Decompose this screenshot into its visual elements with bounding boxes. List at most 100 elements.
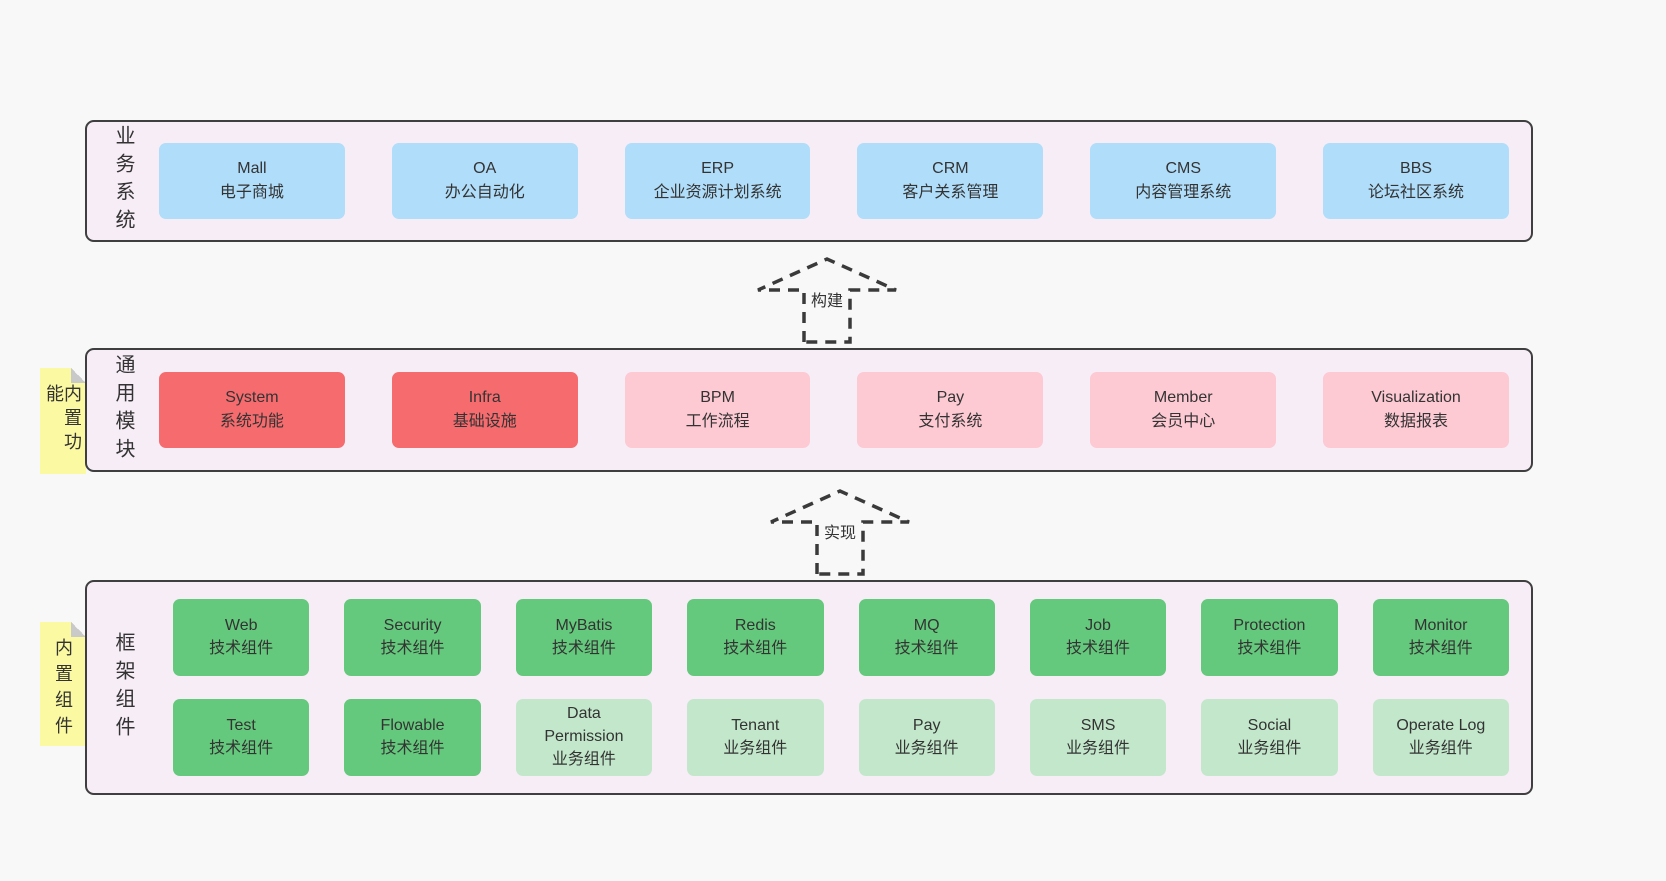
box-desc: 技术组件 <box>1237 639 1302 657</box>
box-name: Social <box>1247 716 1292 734</box>
box-mall: Mall 电子商城 <box>159 143 345 219</box>
note-label: 内置组件 <box>53 638 73 742</box>
box-desc: 数据报表 <box>1384 413 1449 430</box>
box-redis: Redis 技术组件 <box>687 599 824 676</box>
box-name: MQ <box>913 616 940 634</box>
box-name: Pay <box>912 716 941 734</box>
box-bpm: BPM 工作流程 <box>624 372 811 448</box>
box-test: Test 技术组件 <box>173 699 310 776</box>
box-protection: Protection 技术组件 <box>1201 599 1338 676</box>
box-pay-module: Pay 支付系统 <box>857 372 1044 448</box>
box-name: Data Permission <box>544 705 624 746</box>
box-name: Web <box>224 616 258 634</box>
panel-title-vertical: 通用模块 <box>112 354 134 466</box>
box-operate-log: Operate Log 业务组件 <box>1372 699 1509 776</box>
box-cms: CMS 内容管理系统 <box>1090 143 1277 219</box>
panel-common-modules: 通用模块 System 系统功能 Infra 基础设施 BPM 工作流程 Pay… <box>85 348 1533 472</box>
panel-title-vertical: 业务系统 <box>112 125 134 237</box>
box-name: System <box>225 389 279 406</box>
box-desc: 技术组件 <box>1066 639 1131 657</box>
box-desc: 论坛社区系统 <box>1368 184 1465 201</box>
box-desc: 工作流程 <box>685 413 750 430</box>
folded-corner-icon <box>71 622 86 637</box>
arrow-build: 构建 <box>752 252 902 344</box>
box-desc: 办公自动化 <box>444 184 525 201</box>
note-label: 内置功能 <box>44 384 82 456</box>
box-mq: MQ 技术组件 <box>858 599 995 676</box>
sticky-note-built-in-components: 内置组件 <box>40 622 86 746</box>
folded-corner-icon <box>71 368 86 383</box>
box-desc: 业务组件 <box>1066 739 1131 757</box>
modules-box-row: System 系统功能 Infra 基础设施 BPM 工作流程 Pay 支付系统… <box>159 372 1509 448</box>
box-visualization: Visualization 数据报表 <box>1323 372 1509 448</box>
box-name: OA <box>473 160 497 177</box>
box-name: Monitor <box>1414 616 1468 634</box>
box-desc: 技术组件 <box>894 639 959 657</box>
framework-row-2: Test 技术组件 Flowable 技术组件 Data Permission … <box>173 699 1509 776</box>
box-name: MyBatis <box>555 616 613 634</box>
box-social: Social 业务组件 <box>1201 699 1338 776</box>
box-desc: 技术组件 <box>723 639 788 657</box>
box-desc: 业务组件 <box>1237 739 1302 757</box>
dashed-up-arrow-icon <box>770 489 910 576</box>
arrow-label: 实现 <box>819 518 861 544</box>
box-desc: 业务组件 <box>894 739 959 757</box>
dashed-up-arrow-icon <box>757 257 897 344</box>
box-desc: 技术组件 <box>1408 639 1473 657</box>
box-name: CRM <box>932 160 969 177</box>
box-desc: 系统功能 <box>219 413 284 430</box>
box-name: Test <box>226 716 256 734</box>
box-infra: Infra 基础设施 <box>391 372 578 448</box>
box-desc: 电子商城 <box>219 184 284 201</box>
box-job: Job 技术组件 <box>1029 599 1167 676</box>
box-desc: 技术组件 <box>380 739 445 757</box>
box-name: Visualization <box>1371 389 1461 406</box>
box-desc: 技术组件 <box>551 639 616 657</box>
arrow-implement: 实现 <box>765 484 915 576</box>
box-web: Web 技术组件 <box>173 599 310 676</box>
box-name: Operate Log <box>1396 716 1486 734</box>
box-desc: 技术组件 <box>209 739 274 757</box>
box-desc: 支付系统 <box>918 413 983 430</box>
box-member: Member 会员中心 <box>1090 372 1277 448</box>
box-name: Mall <box>237 160 267 177</box>
box-desc: 企业资源计划系统 <box>653 184 782 201</box>
panel-business-systems: 业务系统 Mall 电子商城 OA 办公自动化 ERP 企业资源计划系统 CRM… <box>85 120 1533 242</box>
box-oa: OA 办公自动化 <box>391 143 578 219</box>
arrow-label: 构建 <box>806 286 848 312</box>
box-desc: 客户关系管理 <box>902 184 999 201</box>
box-name: CMS <box>1165 160 1201 177</box>
box-pay-component: Pay 业务组件 <box>858 699 995 776</box>
box-name: Tenant <box>731 716 780 734</box>
box-name: BPM <box>700 389 735 406</box>
box-name: Job <box>1085 616 1111 634</box>
box-name: ERP <box>701 160 735 177</box>
box-security: Security 技术组件 <box>344 599 481 676</box>
box-name: Redis <box>734 616 776 634</box>
box-flowable: Flowable 技术组件 <box>344 699 481 776</box>
box-name: Security <box>383 616 442 634</box>
box-name: Infra <box>468 389 501 406</box>
box-desc: 业务组件 <box>1408 739 1473 757</box>
box-name: BBS <box>1400 160 1433 177</box>
box-desc: 内容管理系统 <box>1135 184 1232 201</box>
box-tenant: Tenant 业务组件 <box>687 699 824 776</box>
framework-box-grid: Web 技术组件 Security 技术组件 MyBatis 技术组件 Redi… <box>159 599 1509 776</box>
box-desc: 技术组件 <box>380 639 445 657</box>
box-name: Protection <box>1233 616 1306 634</box>
box-system: System 系统功能 <box>159 372 345 448</box>
box-desc: 技术组件 <box>209 639 274 657</box>
box-bbs: BBS 论坛社区系统 <box>1323 143 1509 219</box>
box-name: Flowable <box>380 716 445 734</box>
box-name: Pay <box>936 389 965 406</box>
box-mybatis: MyBatis 技术组件 <box>515 599 653 676</box>
box-sms: SMS 业务组件 <box>1029 699 1167 776</box>
box-desc: 业务组件 <box>723 739 788 757</box>
box-desc: 基础设施 <box>452 413 517 430</box>
framework-row-1: Web 技术组件 Security 技术组件 MyBatis 技术组件 Redi… <box>173 599 1509 676</box>
box-desc: 会员中心 <box>1151 413 1216 430</box>
box-monitor: Monitor 技术组件 <box>1372 599 1509 676</box>
box-name: Member <box>1153 389 1213 406</box>
panel-framework-components: 框架组件 Web 技术组件 Security 技术组件 MyBatis 技术组件… <box>85 580 1533 795</box>
